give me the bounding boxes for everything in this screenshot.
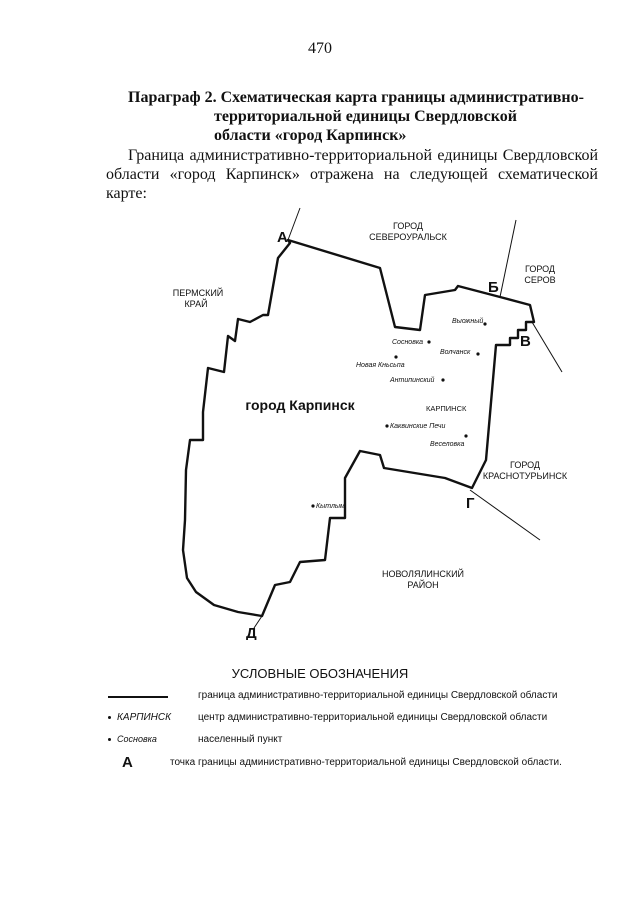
boundary-ray-g (469, 489, 541, 541)
boundary-point-d: Д (246, 625, 257, 640)
settlement-antipinsky: Антипинский (389, 376, 435, 384)
legend-center-text: центр административно-территориальной ед… (198, 712, 548, 723)
label-krasnoturinsk-2: КРАСНОТУРЬИНСК (483, 471, 568, 481)
settlement-volchansk: Волчанск (440, 349, 471, 356)
settlement-novaya-kyasha-dot (394, 355, 398, 359)
settlement-volchansk-dot (476, 352, 480, 356)
legend-settlement-symbol: Сосновка (108, 734, 188, 744)
schematic-map: ПЕРМСКИЙ КРАЙ ГОРОД СЕВЕРОУРАЛЬСК ГОРОД … (173, 207, 568, 640)
page-number: 470 (308, 40, 332, 57)
boundary-ray-v (531, 321, 563, 373)
label-perm-krai-2: КРАЙ (184, 298, 207, 309)
settlement-sosnovka: Сосновка (392, 339, 423, 346)
settlement-karpinsk-center: КАРПИНСК (426, 404, 467, 413)
label-severouralsk-2: СЕВЕРОУРАЛЬСК (369, 232, 448, 242)
settlement-vyoyzhny: Выожный (452, 317, 483, 325)
intro-line-1: Граница административно-территориальной … (128, 147, 598, 164)
legend-boundary-text: граница административно-территориальной … (198, 690, 558, 701)
label-perm-krai-1: ПЕРМСКИЙ (173, 287, 224, 298)
label-severouralsk-1: ГОРОД (393, 221, 423, 231)
legend-boundary-line-symbol (108, 690, 188, 698)
legend-settlement-text: населенный пункт (198, 734, 283, 745)
boundary-point-a: А (277, 229, 288, 246)
settlement-veselovka: Веселовка (430, 441, 464, 448)
label-serov-1: ГОРОД (525, 264, 555, 274)
heading-line-3: области «город Карпинск» (214, 127, 407, 144)
label-novolyalinsky-1: НОВОЛЯЛИНСКИЙ (382, 568, 464, 579)
legend-center-symbol: КАРПИНСК (108, 712, 188, 723)
settlement-sosnovka-dot (427, 340, 431, 344)
heading-line-1: Параграф 2. Схематическая карта границы … (128, 89, 584, 106)
settlement-novaya-kyasha: Новая Кньсьпа (356, 362, 405, 369)
settlement-vyoyzhny-dot (483, 322, 487, 326)
karpinsk-boundary (181, 238, 536, 618)
boundary-point-g: Г (466, 495, 475, 512)
boundary-point-v: В (520, 333, 531, 350)
settlement-antipinsky-dot (441, 378, 445, 382)
intro-line-2: области «город Карпинск» отражена на сле… (106, 166, 598, 202)
legend-title: УСЛОВНЫЕ ОБОЗНАЧЕНИЯ (231, 666, 409, 681)
settlement-veselovka-dot (464, 434, 468, 438)
label-krasnoturinsk-1: ГОРОД (510, 460, 540, 470)
settlement-kakvinskie-pechi: Каквинские Печи (390, 423, 445, 430)
legend-point-text: точка границы административно-территориа… (170, 757, 562, 768)
intro-paragraph: Граница административно-территориальной … (106, 146, 598, 203)
heading-line-2: территориальной единицы Свердловской (214, 108, 517, 125)
label-novolyalinsky-2: РАЙОН (407, 579, 438, 590)
label-karpinsk-main: город Карпинск (245, 397, 355, 413)
legend-center-sample: КАРПИНСК (117, 712, 171, 723)
legend-settlement-sample: Сосновка (117, 734, 157, 744)
boundary-ray-a (287, 207, 301, 241)
label-serov-2: СЕРОВ (524, 275, 555, 285)
settlement-kytlym: Кытлым (316, 503, 345, 510)
legend-point-sample: А (122, 754, 133, 771)
settlement-kytlym-dot (311, 504, 315, 508)
section-heading: Параграф 2. Схематическая карта границы … (128, 88, 598, 145)
boundary-ray-b (499, 219, 517, 298)
boundary-ray-d (253, 615, 263, 629)
boundary-point-b: Б (488, 279, 499, 296)
settlement-kakvinskie-pechi-dot (385, 424, 389, 428)
